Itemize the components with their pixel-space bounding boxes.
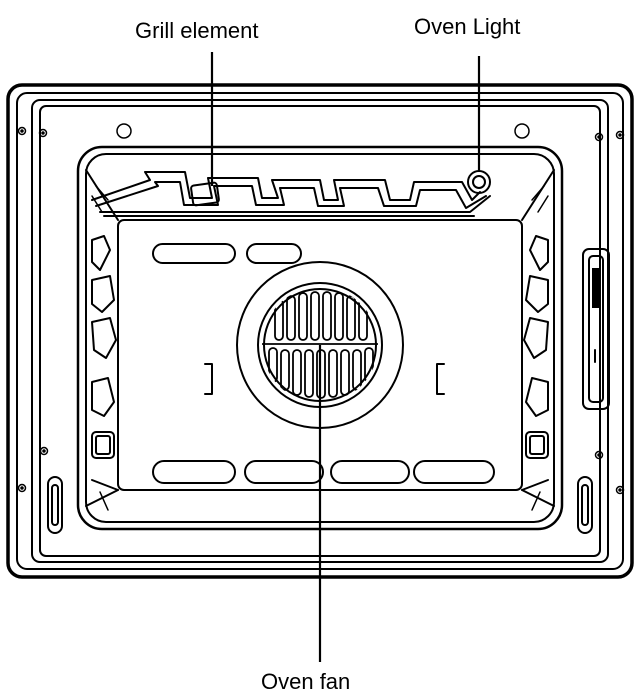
back-wall-vents xyxy=(152,243,495,484)
door-latch xyxy=(582,248,610,410)
oven-fan-label: Oven fan xyxy=(261,669,351,694)
frame-slots xyxy=(47,476,593,534)
leader-lines xyxy=(210,52,481,662)
oven-light xyxy=(467,170,491,194)
grill-element xyxy=(91,171,491,217)
left-shelf-rails xyxy=(91,235,117,459)
grill-element-label: Grill element xyxy=(135,18,259,43)
frame-screws xyxy=(17,123,625,495)
oven-light-label: Oven Light xyxy=(414,14,521,39)
right-shelf-rails xyxy=(523,235,549,459)
